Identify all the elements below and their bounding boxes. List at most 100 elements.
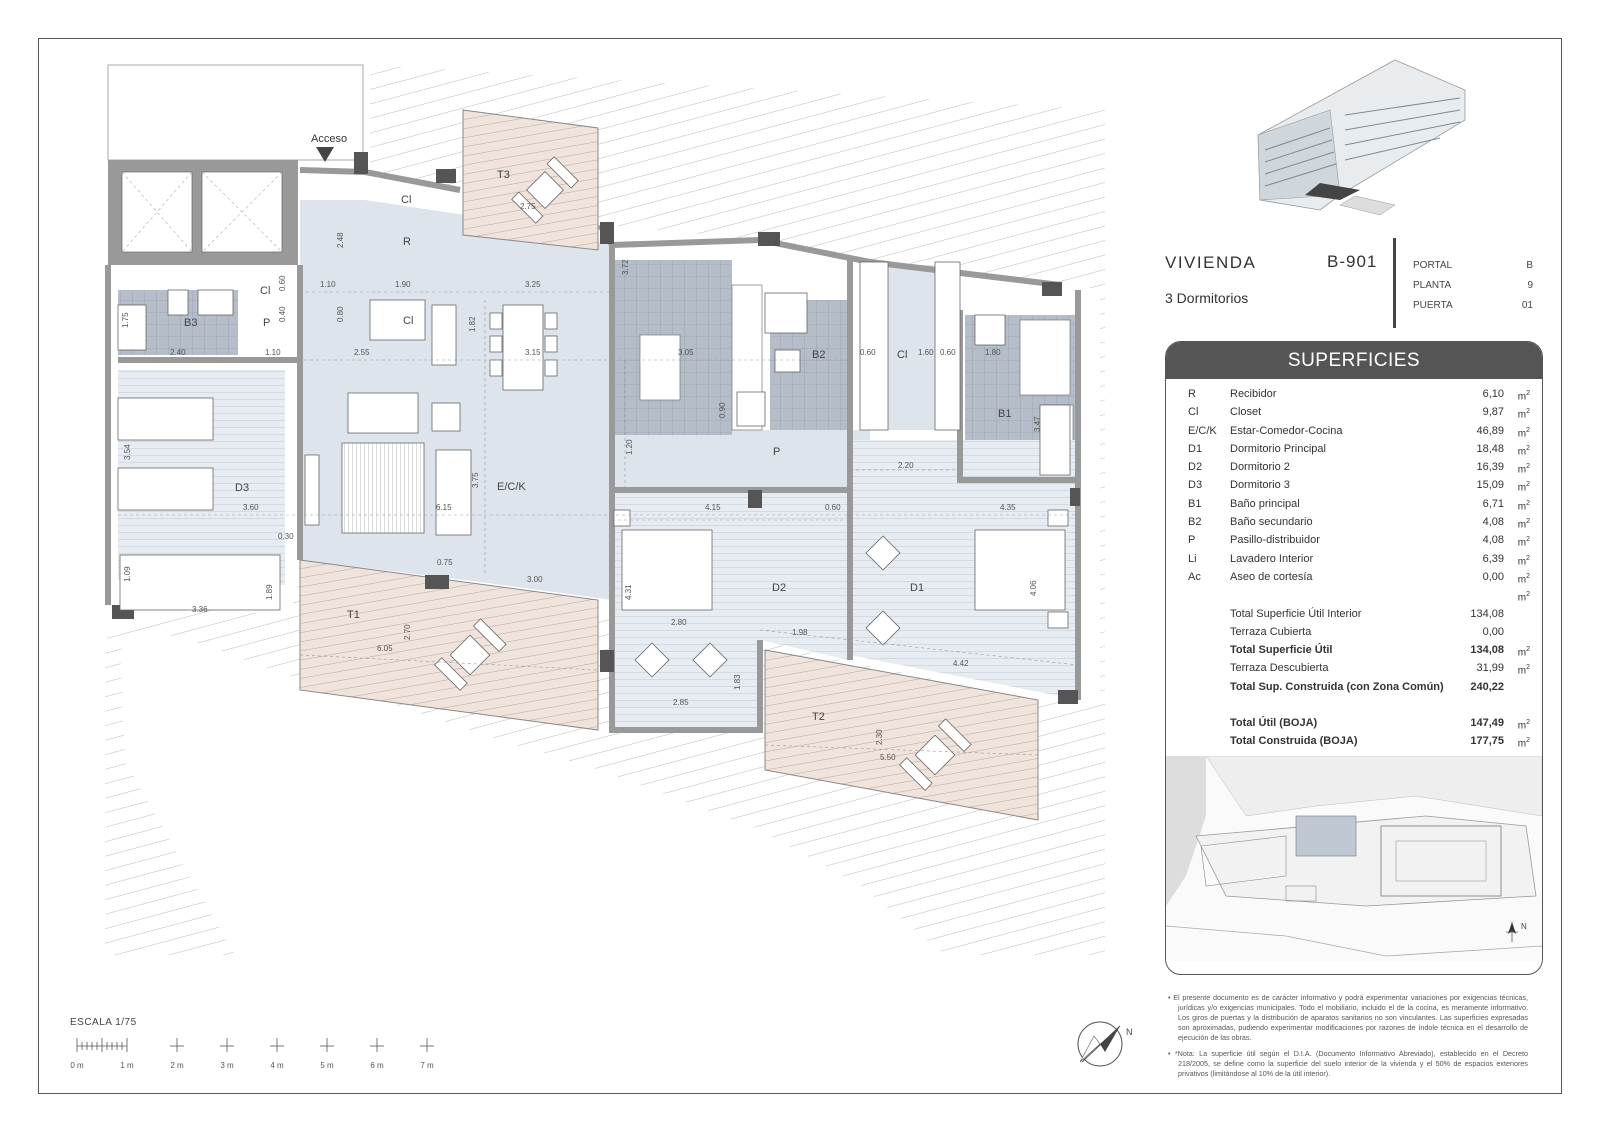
dim-text: 0.60 xyxy=(825,503,841,512)
superficie-abbr: P xyxy=(1188,534,1196,547)
dim-text: 0.60 xyxy=(278,275,287,291)
site-plan-map: N xyxy=(1166,756,1542,961)
superficie-unit: m2 xyxy=(1517,463,1530,476)
superficie-name: Total Sup. Construida (con Zona Común) xyxy=(1230,680,1444,693)
label-D2: D2 xyxy=(772,582,786,594)
dim-text: 6.15 xyxy=(436,503,452,512)
superficie-name: Total Útil (BOJA) xyxy=(1230,717,1318,730)
superficie-abbr: Ac xyxy=(1188,570,1201,583)
superficie-name: Estar-Comedor-Cocina xyxy=(1230,424,1343,437)
superficie-value: 31,99 xyxy=(1476,662,1504,675)
dim-text: 2.48 xyxy=(336,232,345,248)
superficie-row: Total Útil (BOJA) 147,49 m2 xyxy=(1188,714,1530,732)
superficie-value: 4,08 xyxy=(1482,516,1504,529)
label-R: R xyxy=(403,236,411,248)
dim-text: 3.25 xyxy=(525,280,541,289)
superficie-name: Dormitorio 2 xyxy=(1230,461,1290,474)
superficie-abbr xyxy=(1188,732,1230,750)
scale-tick: 3 m xyxy=(220,1061,234,1070)
label-B3: B3 xyxy=(184,317,197,329)
superficie-row: D2 Dormitorio 2 16,39 m2 xyxy=(1188,458,1530,476)
superficie-value: 134,08 xyxy=(1470,607,1504,620)
scale-tick: 4 m xyxy=(270,1061,284,1070)
north-arrow-icon: N xyxy=(1077,1021,1133,1067)
dim-text: 2.55 xyxy=(354,348,370,357)
superficie-abbr: E/C/K xyxy=(1188,424,1217,437)
superficie-row: m2 xyxy=(1188,586,1530,604)
label-Cl-b3: Cl xyxy=(260,285,270,297)
label-Cl-mid: Cl xyxy=(403,315,413,327)
room-labels: R Cl Cl Cl Cl B3 P D3 E/C/K T3 T1 T2 B2 … xyxy=(184,169,1011,723)
superficie-value: 147,49 xyxy=(1470,717,1504,730)
superficie-unit: m2 xyxy=(1517,390,1530,403)
access-label: Acceso xyxy=(311,133,348,145)
superficie-unit: m2 xyxy=(1517,664,1530,677)
dim-text: 0.80 xyxy=(336,306,345,322)
dim-text: 1.80 xyxy=(985,348,1001,357)
dim-text: 3.60 xyxy=(243,503,259,512)
superficie-unit: m2 xyxy=(1517,481,1530,494)
dim-text: 3.15 xyxy=(525,348,541,357)
label-ECK: E/C/K xyxy=(497,481,526,493)
dim-text: 1.82 xyxy=(468,316,477,332)
superficie-unit: m2 xyxy=(1517,646,1530,659)
dim-text: 1.89 xyxy=(265,584,274,600)
dim-text: 3.72 xyxy=(621,259,630,275)
superficie-abbr: Li xyxy=(1188,552,1197,565)
superficie-abbr: B2 xyxy=(1188,516,1202,529)
header-separator xyxy=(1393,238,1396,328)
dim-text: 1.20 xyxy=(625,439,634,455)
scale-tick: 5 m xyxy=(320,1061,334,1070)
dim-text: 4.06 xyxy=(1029,580,1038,596)
dim-text: 4.42 xyxy=(953,659,969,668)
columns xyxy=(112,152,1080,704)
dim-text: 2.30 xyxy=(875,729,884,745)
scale-tick: 0 m xyxy=(70,1061,84,1070)
superficie-unit: m2 xyxy=(1517,572,1530,586)
superficie-value: 15,09 xyxy=(1476,479,1504,492)
dim-text: 0.60 xyxy=(940,348,956,357)
superficie-value: 6,71 xyxy=(1482,497,1504,510)
label-T3: T3 xyxy=(497,169,510,181)
terrace-t3 xyxy=(462,109,599,251)
dim-text: 3.00 xyxy=(527,575,543,584)
superficie-unit: m2 xyxy=(1517,737,1530,750)
superficie-value: 16,39 xyxy=(1476,461,1504,474)
superficie-abbr: D2 xyxy=(1188,461,1203,474)
scale-tick: 6 m xyxy=(370,1061,384,1070)
superficie-name: Dormitorio 3 xyxy=(1230,479,1290,492)
label-P-hall: P xyxy=(773,446,780,458)
terrace-tables xyxy=(434,156,972,791)
superficie-name: Aseo de cortesía xyxy=(1230,570,1313,583)
dim-text: 1.98 xyxy=(792,628,808,637)
d1-floor xyxy=(850,440,1080,700)
dim-text: 2.70 xyxy=(403,624,412,640)
label-B2: B2 xyxy=(812,349,825,361)
dim-text: 2.40 xyxy=(170,348,186,357)
superficie-value: 6,10 xyxy=(1482,388,1504,400)
superficie-unit: m2 xyxy=(1517,444,1530,458)
scale-bar: 0 m 1 m 2 m 3 m 4 m 5 m 6 m 7 m xyxy=(70,1038,434,1070)
superficie-name: Total Superficie Útil Interior xyxy=(1230,607,1362,620)
dim-text: 6.05 xyxy=(377,644,393,653)
label-D1: D1 xyxy=(910,582,924,594)
superficie-value: 46,89 xyxy=(1476,424,1504,437)
superficie-unit: m2 xyxy=(1517,719,1530,732)
label-B1: B1 xyxy=(998,408,1011,420)
superficie-name: Baño secundario xyxy=(1230,516,1313,529)
scale-tick: 2 m xyxy=(170,1061,184,1070)
location-label: PLANTA xyxy=(1413,280,1452,291)
terrace-t2 xyxy=(764,649,1039,821)
